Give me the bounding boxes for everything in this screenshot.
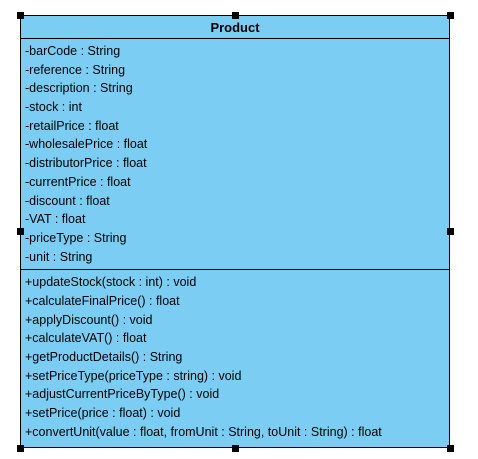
- resize-handle-left[interactable]: [17, 228, 24, 235]
- product-class-box[interactable]: Product -barCode : String -reference : S…: [20, 15, 450, 448]
- operation-row: +applyDiscount() : void: [25, 312, 153, 327]
- attribute-row: -priceType : String: [25, 230, 127, 245]
- resize-handle-top[interactable]: [232, 12, 239, 19]
- operation-row: +setPriceType(priceType : string) : void: [25, 368, 242, 383]
- attribute-row: -unit : String: [25, 249, 93, 264]
- operation-row: +convertUnit(value : float, fromUnit : S…: [25, 424, 382, 439]
- resize-handle-top-left[interactable]: [17, 12, 24, 19]
- resize-handle-top-right[interactable]: [447, 12, 454, 19]
- attribute-row: -description : String: [25, 81, 133, 96]
- attribute-row: -barCode : String: [25, 44, 121, 58]
- operation-row: +adjustCurrentPriceByType() : void: [25, 387, 220, 402]
- attribute-row: -reference : String: [25, 62, 126, 77]
- attribute-row: -distributorPrice : float: [25, 156, 147, 171]
- resize-handle-bottom[interactable]: [232, 445, 239, 452]
- operation-row: +calculateFinalPrice() : float: [25, 293, 180, 308]
- attribute-row: -stock : int: [25, 100, 82, 115]
- attribute-row: -discount : float: [25, 193, 110, 208]
- attributes-compartment: -barCode : String -reference : String -d…: [21, 39, 449, 271]
- attribute-row: -currentPrice : float: [25, 174, 131, 189]
- attribute-row: -VAT : float: [25, 212, 86, 227]
- attribute-row: -retailPrice : float: [25, 118, 119, 133]
- operation-row: +calculateVAT() : float: [25, 331, 147, 346]
- operation-row: +setPrice(price : float) : void: [25, 406, 181, 421]
- operation-row: +getProductDetails() : String: [25, 350, 183, 364]
- operations-compartment: +updateStock(stock : int) : void +calcul…: [21, 270, 449, 441]
- resize-handle-bottom-left[interactable]: [17, 445, 24, 452]
- resize-handle-right[interactable]: [447, 228, 454, 235]
- class-name: Product: [21, 16, 449, 39]
- attribute-row: -wholesalePrice : float: [25, 137, 148, 152]
- operation-row: +updateStock(stock : int) : void: [25, 275, 197, 290]
- resize-handle-bottom-right[interactable]: [447, 445, 454, 452]
